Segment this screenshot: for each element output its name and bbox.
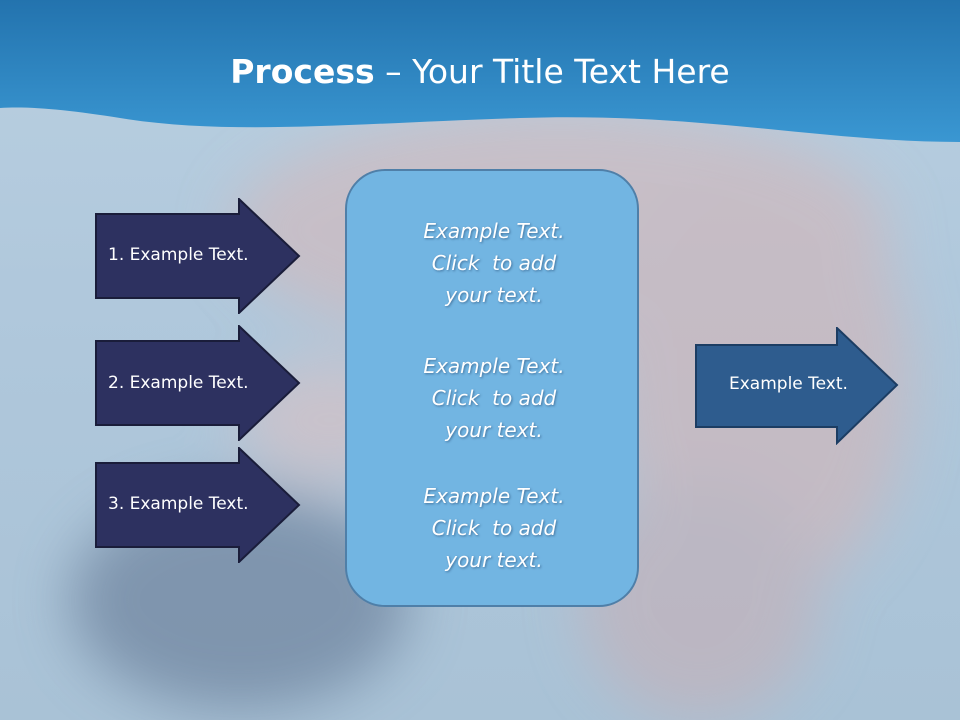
center-block-2: Example Text. Click to add your text. — [347, 350, 641, 446]
slide-title: Process – Your Title Text Here — [0, 52, 960, 91]
left-arrow-3-label: 3. Example Text. — [108, 494, 249, 514]
left-arrow-2[interactable] — [95, 325, 301, 441]
right-arrow-label: Example Text. — [729, 374, 848, 394]
left-arrow-3[interactable] — [95, 447, 301, 563]
center-block-3: Example Text. Click to add your text. — [347, 480, 641, 576]
title-rest: – Your Title Text Here — [374, 52, 730, 91]
center-text-box[interactable]: Example Text. Click to add your text. Ex… — [345, 169, 639, 607]
left-arrow-1[interactable] — [95, 198, 301, 314]
center-block-1-line-2: Click to add — [431, 251, 557, 275]
right-arrow[interactable] — [695, 327, 899, 445]
center-block-1-line-3: your text. — [445, 283, 543, 307]
center-block-3-line-1: Example Text. — [423, 484, 565, 508]
left-arrow-2-label: 2. Example Text. — [108, 373, 249, 393]
center-block-2-line-2: Click to add — [431, 386, 557, 410]
center-block-2-line-3: your text. — [445, 418, 543, 442]
center-block-3-line-3: your text. — [445, 548, 543, 572]
center-block-3-line-2: Click to add — [431, 516, 557, 540]
left-arrow-1-label: 1. Example Text. — [108, 245, 249, 265]
center-block-1-line-1: Example Text. — [423, 219, 565, 243]
center-block-1: Example Text. Click to add your text. — [347, 215, 641, 311]
center-block-2-line-1: Example Text. — [423, 354, 565, 378]
title-bold: Process — [230, 52, 375, 91]
